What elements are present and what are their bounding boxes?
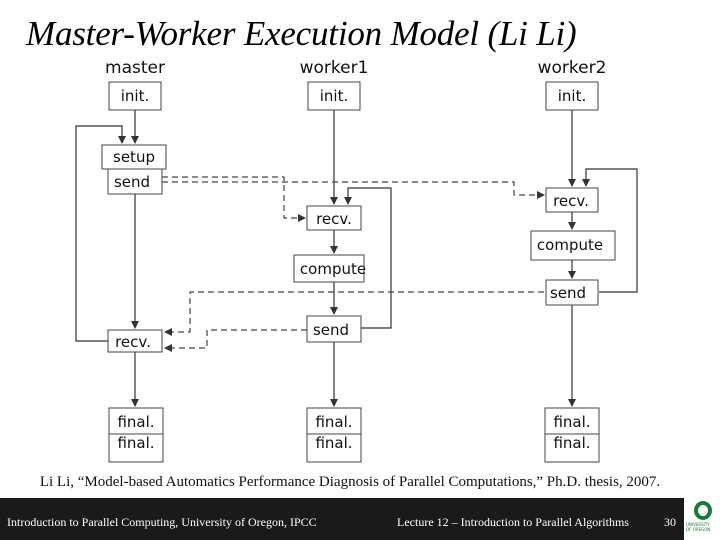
worker2-final-label: final.	[553, 413, 590, 431]
worker1-recv-label: recv.	[316, 210, 352, 228]
master-final-label: final.	[117, 413, 154, 431]
footer-lecture: Lecture 12 – Introduction to Parallel Al…	[397, 515, 629, 529]
logo-line1: UNIVERSITY	[686, 522, 710, 527]
worker2-recv-box: recv.	[545, 187, 599, 213]
master-final-ghost-label: final.	[117, 434, 154, 452]
master-setup-label: setup	[113, 148, 155, 166]
worker1-compute-box: compute	[293, 254, 366, 283]
slide-number: 30	[664, 515, 676, 529]
master-column-label: master	[105, 58, 165, 78]
worker1-send-box: send	[306, 315, 362, 343]
footer-bar: Introduction to Parallel Computing, Univ…	[0, 498, 684, 540]
worker2-init-label: init.	[558, 87, 587, 105]
worker2-send-box: send	[545, 279, 599, 306]
master-final-box: final. final.	[108, 407, 164, 463]
worker1-final-label: final.	[315, 413, 352, 431]
o-logo-icon	[694, 501, 712, 520]
master-init-label: init.	[121, 87, 150, 105]
master-send-box: send	[107, 168, 163, 195]
worker2-compute-label: compute	[537, 236, 603, 254]
logo-line2: OF OREGON	[686, 527, 711, 532]
master-init-box: init.	[108, 81, 162, 111]
worker2-final-ghost-label: final.	[553, 434, 590, 452]
logo-text: UNIVERSITY OF OREGON	[686, 522, 710, 532]
master-recv-label: recv.	[115, 333, 151, 351]
worker2-compute-box: compute	[530, 230, 616, 261]
worker1-final-box: final. final.	[306, 407, 362, 463]
worker1-column-label: worker1	[300, 58, 369, 78]
citation: Li Li, “Model-based Automatics Performan…	[39, 474, 661, 490]
worker2-send-label: send	[550, 284, 586, 302]
footer-course: Introduction to Parallel Computing, Univ…	[7, 515, 317, 529]
worker1-recv-box: recv.	[306, 205, 362, 231]
worker1-compute-label: compute	[300, 260, 366, 278]
worker2-column-label: worker2	[538, 58, 607, 78]
worker2-init-box: init.	[545, 81, 599, 111]
master-send-label: send	[114, 173, 150, 191]
worker1-send-label: send	[313, 321, 349, 339]
page-title: Master-Worker Execution Model (Li Li)	[26, 14, 577, 53]
control-flow-arrows	[75, 110, 638, 407]
worker1-final-ghost-label: final.	[315, 434, 352, 452]
university-logo: UNIVERSITY OF OREGON	[684, 498, 720, 540]
worker2-recv-label: recv.	[553, 192, 589, 210]
master-recv-box: recv.	[107, 329, 163, 353]
message-arrows	[162, 176, 545, 352]
worker1-init-box: init.	[307, 81, 361, 111]
master-setup-box: setup	[101, 144, 167, 170]
worker2-final-box: final. final.	[544, 407, 600, 463]
master-worker-diagram: master worker1 worker2 init. setup sen	[75, 58, 638, 463]
worker1-init-label: init.	[320, 87, 349, 105]
